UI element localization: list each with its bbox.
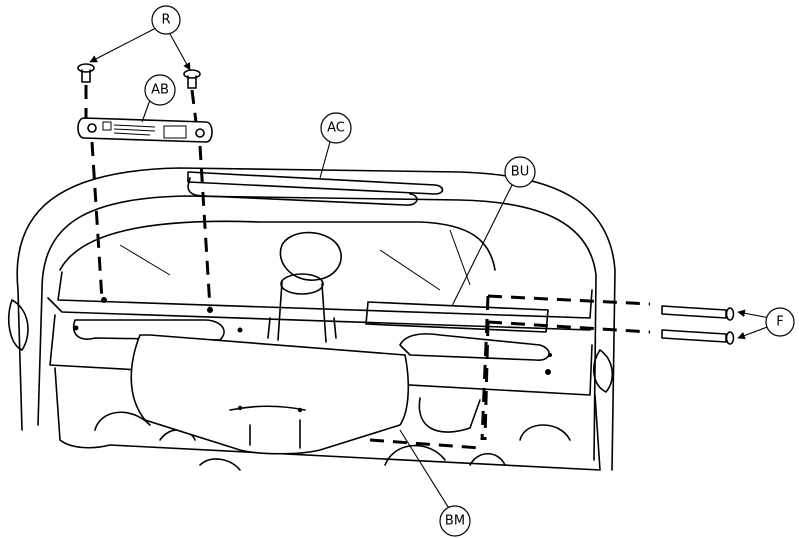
assembly-lines xyxy=(84,85,651,450)
bolt-lower xyxy=(661,329,735,345)
callout-f-label: F xyxy=(776,315,783,330)
callout-bm-label: BM xyxy=(445,514,465,529)
callout-f: F xyxy=(765,307,795,337)
callout-ab-label: AB xyxy=(151,83,169,98)
callout-bu-label: BU xyxy=(511,165,529,180)
callout-ac-label: AC xyxy=(327,121,345,136)
screw-left xyxy=(77,63,95,83)
screw-right xyxy=(183,69,201,89)
cover-plate xyxy=(130,334,410,455)
callout-bu: BU xyxy=(504,156,536,188)
bolt-upper xyxy=(661,305,735,321)
callout-leaders xyxy=(89,27,771,511)
callout-ab: AB xyxy=(144,74,176,106)
label-plate xyxy=(77,117,213,143)
callout-r: R xyxy=(151,5,181,35)
callout-ac: AC xyxy=(320,112,352,144)
callout-r-label: R xyxy=(161,13,170,28)
callout-bm: BM xyxy=(439,505,471,537)
